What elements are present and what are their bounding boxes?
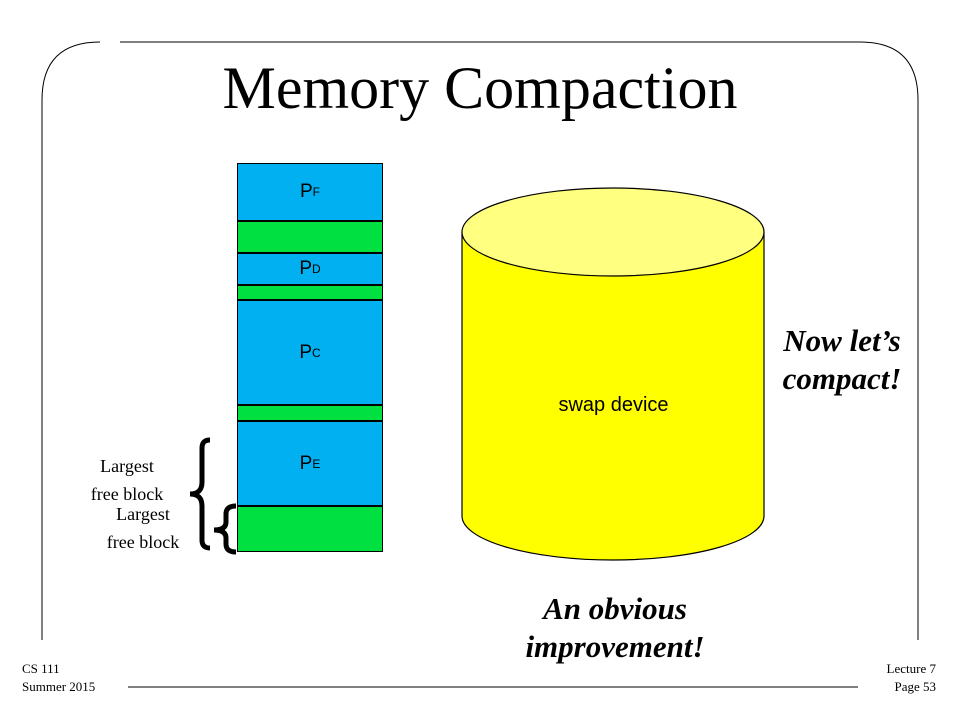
callout-line: compact! [782, 361, 902, 396]
free-block [237, 405, 383, 421]
swap-device-cylinder [461, 187, 765, 561]
bracket-small [213, 503, 237, 555]
process-subscript: F [312, 185, 321, 199]
footer-course-line: CS 111 [22, 661, 60, 676]
process-subscript: C [312, 345, 321, 360]
callout-compact: Now let’s compact! [752, 322, 932, 398]
footer-course: CS 111 Summer 2015 [22, 660, 95, 696]
free-block [237, 285, 383, 300]
footer-lecture-line: Lecture 7 [886, 661, 936, 676]
bracket-shapes [189, 437, 237, 555]
process-label: P [299, 452, 313, 474]
free-block [237, 221, 383, 253]
swap-device-label: swap device [558, 394, 669, 416]
callout-line: improvement! [525, 629, 705, 664]
label-line: Largest [100, 456, 154, 476]
process-label: P [299, 181, 313, 202]
free-block-largest [237, 506, 383, 552]
process-subscript: E [312, 456, 321, 471]
label-line: free block [106, 532, 180, 552]
footer-page-line: Page 53 [894, 679, 936, 694]
bracket-large [189, 437, 211, 551]
process-label: P [299, 258, 312, 279]
process-subscript: D [312, 262, 321, 276]
slide-title: Memory Compaction [222, 55, 738, 121]
callout-line: An obvious [543, 591, 687, 626]
process-label: P [299, 341, 312, 363]
label-line: Largest [116, 504, 170, 524]
footer-term-line: Summer 2015 [22, 679, 96, 694]
callout-line: Now let’s [783, 323, 901, 358]
footer-page: Lecture 7 Page 53 [887, 660, 936, 696]
largest-free-label-2: Largest free block [88, 500, 198, 556]
callout-improvement: An obvious improvement! [470, 590, 760, 666]
largest-free-label-1: Largest free block [72, 452, 182, 508]
label-line: free block [90, 484, 164, 504]
